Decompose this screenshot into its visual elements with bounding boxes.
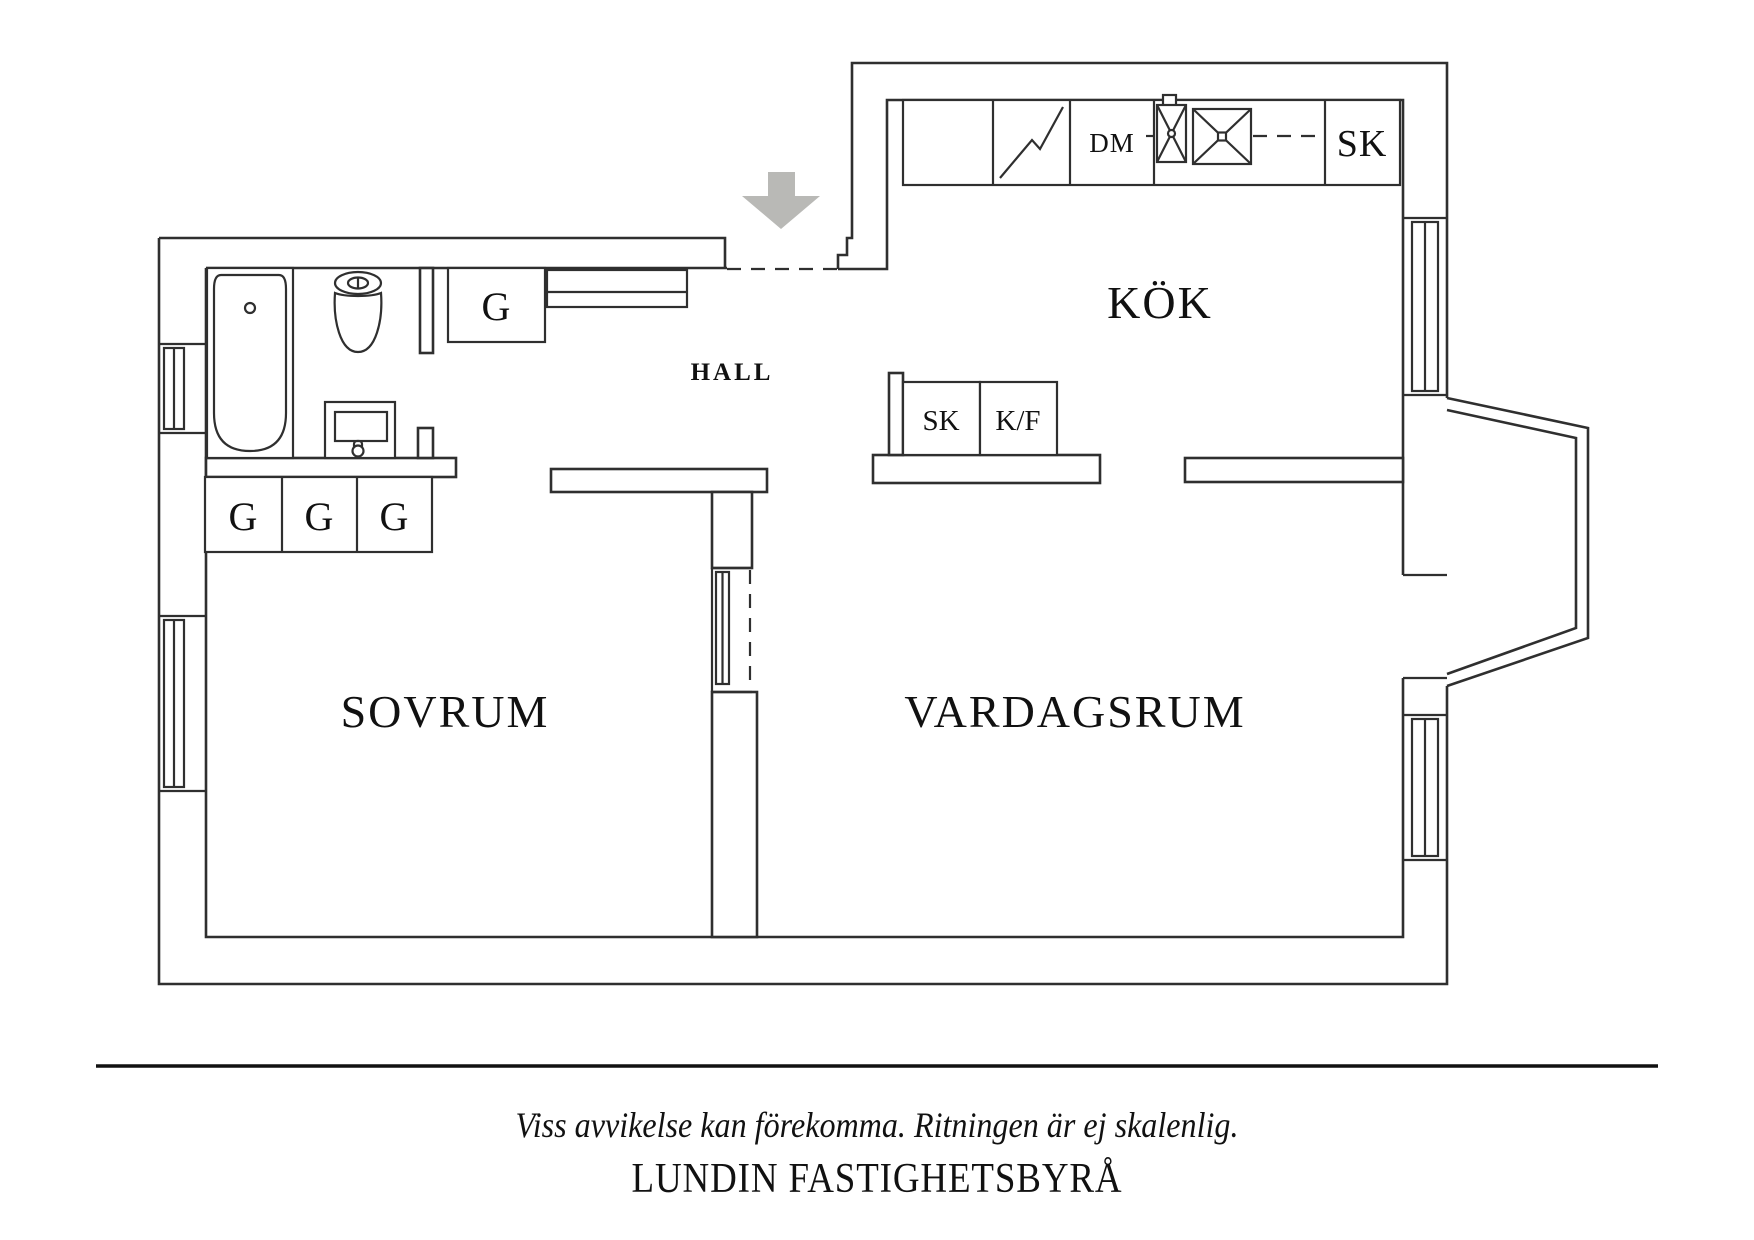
room-label-kitchen: KÖK — [1107, 277, 1213, 328]
toilet-icon — [333, 270, 383, 354]
window-kitchen — [1403, 216, 1447, 397]
bathroom-wall-stub — [416, 426, 435, 460]
footer-disclaimer: Viss avvikelse kan förekomma. Ritningen … — [516, 1105, 1239, 1145]
interior-walls — [204, 266, 1405, 939]
exterior-wall-outer-line — [157, 61, 1449, 986]
bedroom-wardrobes: G G G — [203, 475, 434, 554]
footer-brand: LUNDIN FASTIGHETSBYRÅ — [632, 1156, 1123, 1202]
hall-bedroom-wall — [549, 467, 769, 494]
balcony-bay — [1446, 396, 1590, 688]
footer: Viss avvikelse kan förekomma. Ritningen … — [96, 1064, 1658, 1202]
bedroom-wardrobe-1-label: G — [229, 494, 258, 539]
sliding-door — [710, 566, 752, 694]
kitchen-cabinet-unit: SK K/F — [901, 380, 1059, 457]
hall-shelf — [545, 268, 689, 309]
wardrobes: G G G G — [203, 266, 689, 554]
bedroom-wardrobe-2-label: G — [305, 494, 334, 539]
bathtub-icon — [205, 266, 295, 460]
kitchen-counter: DM SK — [901, 93, 1402, 187]
hall-wardrobe: G — [446, 266, 547, 344]
counter-dividers — [991, 100, 1327, 185]
counter-outline — [901, 98, 1402, 187]
room-labels: KÖK HALL SOVRUM VARDAGSRUM — [341, 277, 1245, 737]
fridge-freezer — [978, 380, 1059, 457]
tall-cabinet — [901, 380, 982, 457]
door-frame — [710, 566, 752, 694]
bathroom — [205, 266, 397, 460]
bathroom-right-wall — [418, 266, 435, 355]
divider-wall-lower — [710, 690, 759, 939]
window-bathroom — [159, 342, 206, 435]
bathroom-sink-icon — [323, 400, 397, 460]
room-label-hall: HALL — [691, 359, 774, 386]
window-living-room — [1403, 713, 1447, 862]
balcony-outer-line — [1446, 396, 1590, 688]
dishwasher-label: DM — [1089, 128, 1135, 158]
balcony-opening-caps — [1403, 573, 1447, 680]
sink-unit-icon — [1146, 93, 1322, 166]
window-bedroom — [159, 614, 206, 793]
windows — [159, 216, 1447, 862]
hall-wardrobe-label: G — [482, 284, 511, 329]
fridge-freezer-label: K/F — [995, 405, 1040, 437]
kitchen-unit-wall-stub — [887, 371, 905, 457]
room-label-living-room: VARDAGSRUM — [904, 686, 1245, 737]
entrance — [727, 172, 838, 271]
counter-cabinet-label: SK — [1337, 123, 1388, 165]
entrance-arrow-icon — [742, 172, 820, 229]
tall-cabinet-label: SK — [922, 405, 959, 437]
bedroom-wardrobe-3-label: G — [380, 494, 409, 539]
bathroom-floor-wall — [204, 456, 458, 479]
kitchen-livingroom-wall — [1183, 456, 1405, 484]
balcony-inner-line — [1446, 408, 1578, 676]
room-label-bedroom: SOVRUM — [341, 686, 550, 737]
divider-wall-upper — [710, 490, 754, 570]
stove-icon — [999, 106, 1064, 179]
kitchen-unit-wall — [871, 453, 1102, 485]
